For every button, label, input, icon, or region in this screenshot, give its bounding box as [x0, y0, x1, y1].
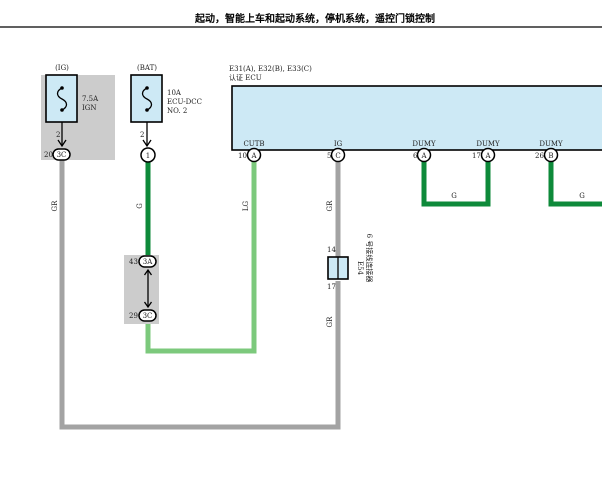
ig-fuse-source: (IG)	[55, 64, 69, 72]
wire-label-g-2: G	[451, 192, 457, 200]
bat-fuse-group: (BAT) 10A ECU-DCC NO. 2 2 1	[130, 64, 202, 163]
ig-connector-code: 3C	[57, 151, 67, 159]
ig-fuse-name: IGN	[82, 104, 96, 112]
ecu-terminal-code: A	[250, 152, 257, 160]
ecu-terminal-pin	[416, 147, 432, 163]
wire-label-gr-2: GR	[326, 200, 334, 212]
arrow-down-icon	[57, 139, 67, 148]
fuse-icon	[56, 87, 68, 111]
e54-name: 6 号接线连接器	[365, 234, 374, 283]
fuse-icon	[141, 87, 153, 111]
junction-bottom-connector	[138, 309, 157, 322]
ecu-terminal-number: 5	[327, 152, 331, 160]
ecu-terminal-number: 17	[472, 152, 481, 160]
ecu-terminal-label: DUMY	[539, 140, 563, 148]
junction-top-code: 3A	[143, 258, 153, 266]
ecu-connectors: E31(A), E32(B), E33(C)	[229, 65, 312, 73]
bat-fuse-name-2: NO. 2	[167, 107, 187, 115]
ecu-terminal-pin	[246, 147, 262, 163]
ecu-terminal-pin	[543, 147, 559, 163]
connector-e54: 14 17 E54 6 号接线连接器	[327, 234, 374, 291]
ecu-terminal-code: A	[484, 152, 491, 160]
bat-connector	[140, 147, 156, 163]
g-wire-dumy-loop	[421, 160, 491, 207]
ecu-terminal-pin	[480, 147, 496, 163]
ig-fuse-group: (IG) 7.5A IGN 2 3C 20	[41, 64, 115, 161]
ecu-terminal-label: CUTB	[243, 140, 264, 148]
ecu-terminal-code: A	[420, 152, 427, 160]
ig-connector	[52, 148, 71, 161]
e54-code: E54	[356, 261, 364, 276]
ecu-terminal-number: 26	[535, 152, 544, 160]
wire-label-gr-1: GR	[51, 200, 59, 212]
bat-fuse-name-1: ECU-DCC	[167, 98, 202, 106]
ig-fuse-rating: 7.5A	[82, 95, 99, 103]
gr-wire-ig-to-e54	[59, 160, 341, 430]
auth-ecu: E31(A), E32(B), E33(C) 认证 ECU CUTB A 10 …	[229, 65, 602, 163]
ecu-terminal-label: IG	[334, 140, 343, 148]
page-title: 起动，智能上车和起动系统，停机系统，遥控门锁控制	[194, 12, 435, 25]
junction-block: 3A 43 3C 29	[124, 255, 159, 324]
arrow-down-icon	[142, 139, 152, 148]
wire-label-g-1: G	[136, 203, 144, 209]
bat-fuse-rating: 10A	[167, 89, 182, 97]
wire-label-lg: LG	[242, 200, 250, 211]
ecu-body	[231, 85, 602, 151]
ig-fuse-pin: 2	[56, 131, 60, 139]
ecu-terminal-pin	[330, 147, 346, 163]
bat-fuse-source: (BAT)	[137, 64, 157, 72]
ecu-terminal-code: B	[548, 152, 553, 160]
arrow-down-icon	[143, 301, 153, 309]
wire-label-g-3: G	[579, 192, 585, 200]
lg-wire-junction-to-cutb	[145, 160, 257, 354]
e54-bottom-pin: 17	[327, 283, 336, 291]
bat-connector-code: 1	[146, 152, 150, 160]
bat-fuse-pin: 2	[140, 131, 144, 139]
ig-connector-pin: 20	[44, 151, 53, 159]
ecu-terminal-label: DUMY	[412, 140, 436, 148]
junction-bottom-pin: 29	[129, 312, 138, 320]
g-wire-dumy-right	[548, 160, 602, 207]
junction-top-connector	[138, 255, 157, 268]
ecu-name: 认证 ECU	[229, 73, 262, 82]
junction-bottom-code: 3C	[143, 312, 153, 320]
ecu-terminal-number: 6	[413, 152, 418, 160]
junction-top-pin: 43	[129, 258, 138, 266]
ecu-terminal-label: DUMY	[476, 140, 500, 148]
ecu-terminal-code: C	[335, 152, 340, 160]
ecu-terminal-number: 10	[238, 152, 247, 160]
arrow-up-icon	[143, 268, 153, 276]
e54-top-pin: 14	[327, 246, 336, 254]
wire-label-gr-3: GR	[326, 316, 334, 328]
